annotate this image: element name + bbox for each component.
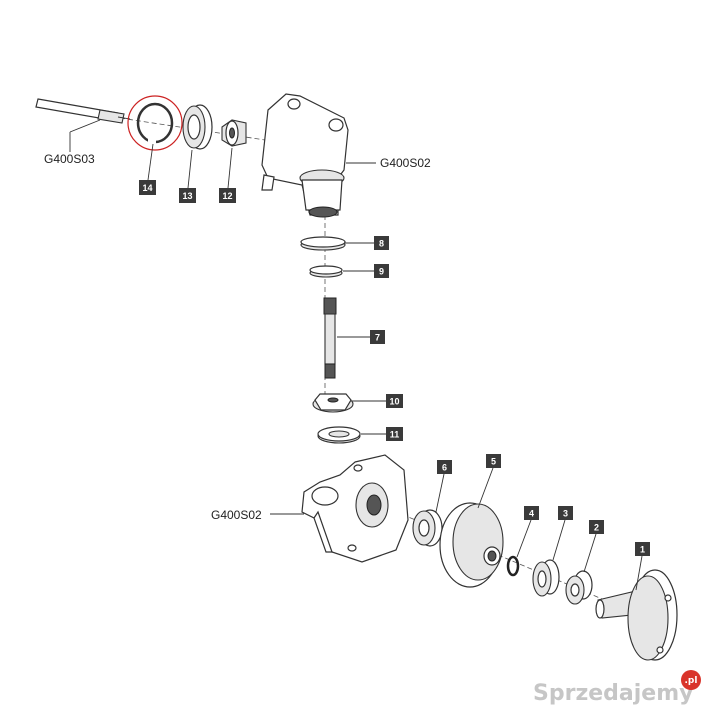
part-badge-7: 7 [370,330,385,344]
svg-text:8: 8 [379,239,384,249]
part-badge-9: 9 [374,264,389,278]
part-badge-14: 14 [139,180,156,195]
bearing-ring-part-11 [317,426,361,444]
part-badge-13: 13 [179,188,196,203]
shaft-g400s03 [35,98,131,124]
svg-text:7: 7 [375,333,380,343]
shaft-assembly-label: G400S03 [44,152,95,166]
flange-shaft-part-1 [595,569,678,661]
upper-housing-assembly-label: G400S02 [380,156,431,170]
lower-housing-assembly-label: G400S02 [211,508,262,522]
part-badge-10: 10 [386,394,403,408]
part-badge-6: 6 [437,460,452,474]
seal-part-8 [300,236,346,251]
lower-housing-g400s02 [301,454,409,563]
snap-ring-part-4 [506,555,520,577]
part-badge-4: 4 [524,506,539,520]
watermark-dot-icon [681,670,701,690]
svg-text:4: 4 [529,509,534,519]
upper-housing-g400s02 [261,93,349,218]
bearing-part-3 [532,559,560,597]
part-badge-2: 2 [589,520,604,534]
bearing-part-6 [412,509,443,547]
svg-text:1: 1 [640,545,645,555]
part-badge-1: 1 [635,542,650,556]
disc-cover-part-5 [439,502,504,588]
svg-text:14: 14 [142,183,152,193]
washer-part-9 [309,265,343,278]
svg-text:6: 6 [442,463,447,473]
svg-text:12: 12 [222,191,232,201]
highlight-circle [127,95,183,151]
svg-text:3: 3 [563,509,568,519]
part-badge-8: 8 [374,236,389,250]
bushing-part-12 [221,119,247,147]
svg-text:2: 2 [594,523,599,533]
svg-text:13: 13 [182,191,192,201]
part-badge-11: 11 [386,427,403,441]
snap-ring-part-14 [127,95,183,151]
part-badge-12: 12 [219,188,236,203]
splined-shaft-part-7 [323,297,337,379]
svg-text:11: 11 [390,430,400,440]
svg-text:9: 9 [379,267,384,277]
svg-text:10: 10 [389,397,399,407]
watermark-suffix: .pl [685,676,698,686]
svg-text:5: 5 [491,457,496,467]
watermark: Sprzedajemy .pl [533,670,701,706]
watermark-text: Sprzedajemy [533,681,694,706]
part-badge-5: 5 [486,454,501,468]
bearing-part-13 [182,104,213,150]
spacer-part-2 [565,570,593,605]
leader-lines [69,119,643,591]
bushing-part-10 [312,393,354,413]
part-badge-3: 3 [558,506,573,520]
